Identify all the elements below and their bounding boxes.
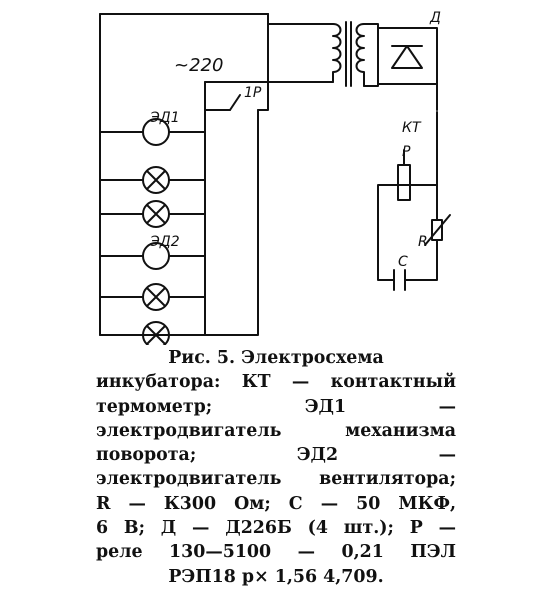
lamp1-cross: [146, 170, 166, 190]
lamp4-cross: [146, 325, 166, 345]
relay-contact-wire: [204, 81, 231, 111]
lamp3-circle: [142, 283, 170, 311]
transformer-primary: [332, 23, 342, 83]
label-motor2: ЭД2: [149, 234, 180, 250]
lamp1-branch: [100, 132, 206, 181]
relay-coil-body: [397, 164, 411, 201]
motor2-circle: [142, 242, 170, 270]
lamp4-branch: [100, 297, 206, 336]
caption-line: электродвигатель механизма: [96, 420, 456, 441]
label-capacitor: C: [398, 254, 408, 270]
caption-line: Рис. 5. Электросхема: [168, 348, 384, 368]
capacitor-plates: [393, 269, 406, 291]
right-bus-wire: [99, 109, 259, 336]
caption-line: поворота; ЭД2 —: [96, 445, 456, 466]
label-resistor: R: [418, 234, 428, 250]
resistor-arrow: [424, 214, 451, 246]
caption-line: инкубатора: КТ — контактный: [96, 372, 456, 393]
label-thermometer: КТ: [402, 120, 422, 136]
diode-bridge-box: [377, 27, 438, 85]
transformer-secondary: [355, 23, 365, 87]
label-relay-contact: 1P: [244, 85, 262, 101]
caption-line: электродвигатель вентилятора;: [96, 469, 456, 490]
secondary-bottom-wire: [363, 83, 379, 87]
coil-wire-top: [377, 184, 438, 281]
top-contact-wire: [267, 13, 334, 25]
caption-line: термометр; ЭД1 —: [96, 396, 456, 417]
lamp1-circle: [142, 166, 170, 194]
caption-line: реле 130—5100 — 0,21 ПЭЛ: [96, 542, 456, 563]
caption-line: РЭП18 р× 1,56 4,709.: [168, 566, 384, 587]
resistor-body: [431, 219, 443, 241]
label-relay-coil: P: [402, 144, 411, 160]
caption-line: 6 В; Д — Д226Б (4 шт.); Р —: [96, 518, 456, 539]
motor1-circle: [142, 118, 170, 146]
lamp3-branch: [100, 256, 206, 298]
figure-caption: Рис. 5. Электросхема инкубатора: КТ — ко…: [96, 346, 456, 589]
relay-contact-lower: [257, 13, 269, 111]
relay-switch-arm: [229, 94, 241, 111]
secondary-top-wire: [363, 23, 379, 29]
incubator-schematic: ~220 1P ЭД1 ЭД2 КТ P R C Д: [99, 10, 451, 345]
lamp2-circle: [142, 200, 170, 228]
label-diode-bridge: Д: [429, 10, 441, 26]
capacitor-wire: [404, 239, 438, 281]
label-voltage: ~220: [174, 55, 223, 76]
label-motor1: ЭД1: [149, 110, 180, 126]
transformer-core: [345, 21, 352, 87]
lamp3-cross: [146, 287, 166, 307]
lamp2-branch: [100, 180, 206, 215]
lamp2-cross: [146, 204, 166, 224]
diode-bridge-rectifier: [391, 45, 423, 69]
caption-line: R — К300 Ом; С — 50 МКФ,: [96, 493, 456, 514]
lamp4-circle: [142, 321, 170, 345]
